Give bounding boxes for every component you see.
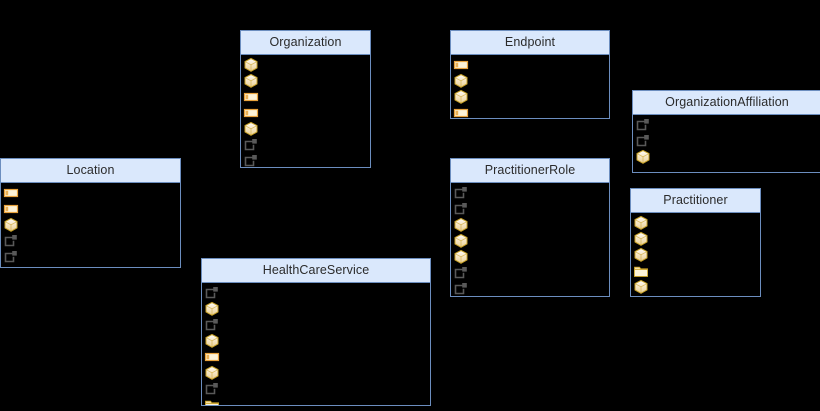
uml-member-row[interactable] [204, 349, 222, 365]
uml-member-row[interactable] [243, 73, 261, 89]
shortcut-icon [453, 201, 469, 217]
shortcut-icon [243, 153, 259, 167]
uml-class-members-organization-affiliation [633, 115, 820, 172]
uml-member-row[interactable] [204, 397, 222, 405]
shortcut-icon [453, 185, 469, 201]
hexagon-icon [633, 279, 649, 295]
uml-member-row[interactable] [633, 279, 651, 295]
shortcut-icon [204, 317, 220, 333]
uml-class-box-location[interactable]: Location [0, 158, 181, 268]
uml-member-row[interactable] [243, 153, 261, 167]
uml-class-title-practitioner-role: PractitionerRole [451, 159, 609, 183]
uml-class-title-organization: Organization [241, 31, 370, 55]
uml-class-members-practitioner [631, 213, 760, 296]
uml-class-box-practitioner-role[interactable]: PractitionerRole [450, 158, 610, 297]
uml-member-row[interactable] [3, 249, 21, 265]
uml-member-row[interactable] [243, 57, 261, 73]
uml-class-title-endpoint: Endpoint [451, 31, 609, 55]
shortcut-icon [3, 249, 19, 265]
uml-member-row[interactable] [453, 185, 471, 201]
uml-member-row[interactable] [633, 247, 651, 263]
uml-member-row[interactable] [204, 285, 222, 301]
uml-member-row[interactable] [204, 301, 222, 317]
uml-member-row[interactable] [243, 105, 261, 121]
uml-member-row[interactable] [3, 217, 21, 233]
hexagon-icon [243, 73, 259, 89]
uml-member-row[interactable] [453, 57, 471, 73]
uml-class-box-healthcare-service[interactable]: HealthCareService [201, 258, 431, 406]
hexagon-icon [633, 247, 649, 263]
uml-member-row[interactable] [453, 89, 471, 105]
folder-icon [633, 263, 649, 279]
hexagon-icon [243, 57, 259, 73]
shortcut-icon [204, 285, 220, 301]
uml-member-row[interactable] [204, 365, 222, 381]
hexagon-icon [453, 233, 469, 249]
uml-class-members-endpoint [451, 55, 609, 118]
uml-class-members-practitioner-role [451, 183, 609, 296]
uml-class-title-organization-affiliation: OrganizationAffiliation [633, 91, 820, 115]
uml-class-box-organization[interactable]: Organization [240, 30, 371, 168]
shortcut-icon [453, 265, 469, 281]
hexagon-icon [633, 215, 649, 231]
uml-member-row[interactable] [204, 381, 222, 397]
hexagon-icon [204, 333, 220, 349]
rect-icon [243, 89, 259, 105]
uml-class-members-organization [241, 55, 370, 167]
shortcut-icon [243, 137, 259, 153]
uml-class-box-practitioner[interactable]: Practitioner [630, 188, 761, 297]
uml-member-row[interactable] [453, 73, 471, 89]
rect-icon [453, 57, 469, 73]
uml-class-box-endpoint[interactable]: Endpoint [450, 30, 610, 119]
uml-member-row[interactable] [3, 233, 21, 249]
uml-member-row[interactable] [243, 137, 261, 153]
uml-member-row[interactable] [453, 233, 471, 249]
rect-icon [453, 105, 469, 118]
hexagon-icon [453, 217, 469, 233]
uml-class-members-location [1, 183, 180, 267]
uml-member-row[interactable] [243, 121, 261, 137]
uml-member-row[interactable] [633, 231, 651, 247]
uml-member-row[interactable] [3, 201, 21, 217]
uml-class-title-healthcare-service: HealthCareService [202, 259, 430, 283]
uml-class-members-healthcare-service [202, 283, 430, 405]
shortcut-icon [635, 117, 651, 133]
uml-member-row[interactable] [635, 149, 653, 165]
uml-class-title-practitioner: Practitioner [631, 189, 760, 213]
hexagon-icon [204, 301, 220, 317]
uml-member-row[interactable] [453, 201, 471, 217]
shortcut-icon [3, 233, 19, 249]
hexagon-icon [3, 217, 19, 233]
uml-member-row[interactable] [635, 117, 653, 133]
shortcut-icon [453, 281, 469, 296]
uml-member-row[interactable] [633, 263, 651, 279]
uml-member-row[interactable] [453, 105, 471, 118]
hexagon-icon [635, 149, 651, 165]
shortcut-icon [635, 133, 651, 149]
hexagon-icon [243, 121, 259, 137]
hexagon-icon [453, 89, 469, 105]
uml-member-row[interactable] [453, 249, 471, 265]
hexagon-icon [633, 231, 649, 247]
uml-member-row[interactable] [635, 133, 653, 149]
hexagon-icon [453, 73, 469, 89]
uml-member-row[interactable] [453, 265, 471, 281]
uml-class-title-location: Location [1, 159, 180, 183]
uml-class-box-organization-affiliation[interactable]: OrganizationAffiliation [632, 90, 820, 173]
hexagon-icon [453, 249, 469, 265]
rect-icon [204, 349, 220, 365]
shortcut-icon [204, 381, 220, 397]
uml-member-row[interactable] [204, 317, 222, 333]
rect-icon [243, 105, 259, 121]
hexagon-icon [204, 365, 220, 381]
uml-member-row[interactable] [204, 333, 222, 349]
uml-member-row[interactable] [3, 185, 21, 201]
uml-member-row[interactable] [243, 89, 261, 105]
uml-member-row[interactable] [633, 215, 651, 231]
uml-member-row[interactable] [453, 281, 471, 296]
rect-icon [3, 185, 19, 201]
rect-icon [3, 201, 19, 217]
uml-member-row[interactable] [453, 217, 471, 233]
folder-icon [204, 397, 220, 405]
